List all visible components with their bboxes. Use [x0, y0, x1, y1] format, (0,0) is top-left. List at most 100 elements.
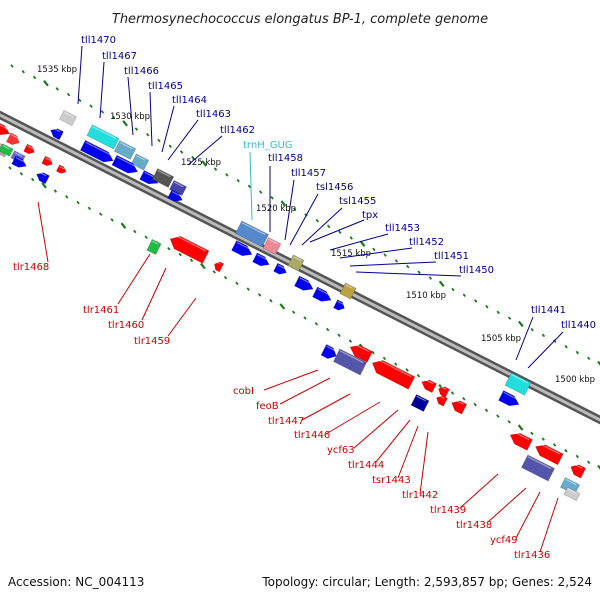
gene-green-shine [2, 144, 11, 150]
tick-mark [372, 247, 376, 252]
gene-tsl1456 [252, 252, 270, 267]
label-tlr1468: tlr1468 [13, 262, 49, 273]
gene-right-box-shine [565, 478, 577, 486]
tick-mark [144, 235, 148, 240]
label-tlr1460: tlr1460 [108, 320, 144, 331]
gene-tll1464-shape [139, 170, 159, 185]
topology-text: Topology: circular; Length: 2,593,857 bp… [261, 575, 592, 589]
gene-feoB [349, 342, 373, 363]
gene-tll1466-cds-shine [85, 141, 113, 157]
tick-mark [201, 160, 208, 167]
gene-tll1462-cds [167, 189, 183, 202]
map-title: Thermosynechococcus elongatus BP-1, comp… [112, 12, 488, 27]
tick-mark [326, 224, 331, 229]
tick-mark [279, 303, 286, 310]
label-trnH_GUG: trnH_GUG [243, 140, 293, 151]
gene-tlr1438-shine [538, 442, 561, 455]
gene-tlr1461 [146, 238, 162, 256]
gene-tll1458-shine [241, 222, 266, 236]
gene-tlr1461-shape [146, 238, 162, 256]
gene-tll1464 [139, 170, 159, 185]
tick-mark [359, 240, 366, 247]
leader-line [141, 267, 167, 321]
leader-line [187, 135, 223, 166]
leader-line [167, 119, 199, 161]
tick-mark [55, 87, 59, 91]
gene-red-shape [41, 155, 53, 167]
gene-tsl1455-shape [273, 262, 287, 275]
tick-mark [191, 155, 195, 160]
tick-mark [416, 373, 421, 378]
leader-line [161, 105, 175, 153]
gene-red-shape [23, 143, 35, 155]
tick-mark [89, 104, 93, 108]
gene-tsl1456-shine [257, 254, 269, 261]
tick-mark [31, 177, 35, 182]
gene-tsr1443-shape [436, 395, 448, 407]
gene-blue [36, 171, 50, 185]
tick-mark [112, 115, 116, 120]
accession-text: Accession: NC_004113 [8, 575, 144, 589]
leader-line [309, 219, 365, 243]
gene-tlr1436-shape [570, 464, 587, 479]
tick-mark [179, 150, 184, 154]
gene-green-shape [0, 143, 14, 157]
label-tsl1456: tsl1456 [316, 182, 353, 193]
leader-line [539, 497, 559, 553]
tick-mark [517, 424, 524, 431]
gene-blue-shine [14, 151, 23, 157]
leader-line [263, 369, 319, 391]
tick-mark [450, 391, 455, 395]
gene-trnH-shape [262, 237, 282, 255]
gene-blue-shape [11, 155, 27, 168]
gene-tlr1447-shine [375, 358, 412, 378]
gene-red [41, 155, 53, 167]
tick-mark [552, 443, 557, 447]
tick-mark [53, 189, 58, 193]
tick-mark [303, 316, 307, 320]
tick-mark [213, 167, 218, 171]
tick-mark [280, 200, 287, 207]
tick-mark [269, 298, 273, 303]
tick-mark [517, 320, 524, 328]
gene-tll1440 [498, 390, 520, 407]
tick-mark [496, 414, 500, 418]
gene-tsl1456-shape [252, 252, 270, 267]
tick-mark [394, 362, 398, 366]
tick-mark [326, 327, 330, 332]
gene-tll1466 [113, 140, 137, 160]
gene-cobI-shape [333, 348, 367, 376]
gene-red-shine [0, 118, 9, 130]
label-tlr1442: tlr1442 [402, 490, 438, 501]
gene-blue-shape [36, 172, 50, 185]
label-tll1452: tll1452 [409, 237, 444, 248]
gene-ycf63-shine [440, 385, 447, 390]
tick-mark [19, 171, 24, 176]
gene-grey-shape [59, 109, 77, 127]
tick-mark [587, 356, 591, 361]
gene-tpx-shape [287, 254, 305, 272]
gene-tpx [287, 254, 305, 272]
gene-red-shape [55, 164, 67, 174]
leader-line [459, 473, 499, 509]
tick-mark [8, 166, 12, 170]
gene-tll1450 [339, 282, 357, 300]
gene-cobI-fwd [320, 344, 337, 359]
gene-tpx-shine [293, 256, 301, 261]
gene-cobI [333, 348, 367, 376]
label-tll1458: tll1458 [268, 153, 303, 164]
label-tlr1438: tlr1438 [456, 520, 492, 531]
gene-tlr1439-shape [509, 432, 533, 451]
leader-line [77, 45, 83, 105]
gene-tlr1459-shape [214, 261, 225, 273]
leader-line [349, 261, 437, 267]
leader-line [397, 425, 419, 479]
gene-tll1450-shine [345, 284, 353, 289]
gene-features [0, 109, 587, 502]
gene-ycf49-shape [521, 454, 555, 482]
label-tll1453: tll1453 [385, 223, 420, 234]
gene-tll1466-cds [79, 139, 114, 163]
gene-tsr1443 [436, 394, 448, 407]
leader-line [375, 419, 411, 463]
